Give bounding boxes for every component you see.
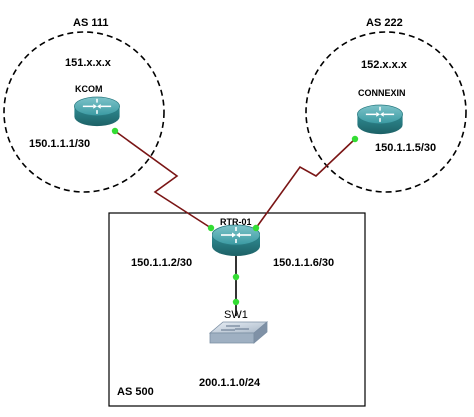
as-111-boundary	[3, 31, 165, 193]
switch-sw1-icon[interactable]	[208, 321, 269, 344]
as-222-prefix: 152.x.x.x	[361, 59, 408, 71]
rtr01-ip-right-label: 150.1.1.6/30	[273, 257, 334, 269]
router-connexin-icon[interactable]	[357, 104, 403, 135]
rtr01-ip-left-label: 150.1.1.2/30	[131, 257, 192, 269]
serial-link-connexin-rtr01	[255, 138, 356, 229]
connexin-router-label: CONNEXIN	[358, 88, 406, 98]
kcom-router-label: KCOM	[75, 84, 103, 94]
rtr01-router-label: RTR-01	[220, 217, 252, 227]
as-111-title: AS 111	[73, 17, 108, 29]
port-connexin-up-indicator	[351, 135, 359, 143]
serial-link-kcom-rtr01	[114, 130, 212, 229]
port-rtr01-bottom-up-indicator	[232, 273, 240, 281]
router-kcom-icon[interactable]	[74, 96, 120, 127]
connexin-ip-label: 150.1.1.5/30	[375, 142, 436, 154]
sw1-label: SW1	[224, 309, 248, 321]
sw1-subnet-label: 200.1.1.0/24	[199, 377, 261, 389]
port-rtr01-left-up-indicator	[207, 224, 215, 232]
as-111-prefix: 151.x.x.x	[65, 57, 112, 69]
port-rtr01-right-up-indicator	[252, 224, 260, 232]
router-rtr01-icon[interactable]	[212, 224, 260, 257]
as-500-title: AS 500	[117, 386, 154, 398]
kcom-ip-label: 150.1.1.1/30	[29, 138, 90, 150]
port-sw1-up-indicator	[232, 298, 240, 306]
as-222-boundary	[305, 31, 467, 193]
as-500-boundary	[108, 212, 366, 407]
as-222-title: AS 222	[366, 17, 403, 29]
port-kcom-up-indicator	[111, 127, 119, 135]
